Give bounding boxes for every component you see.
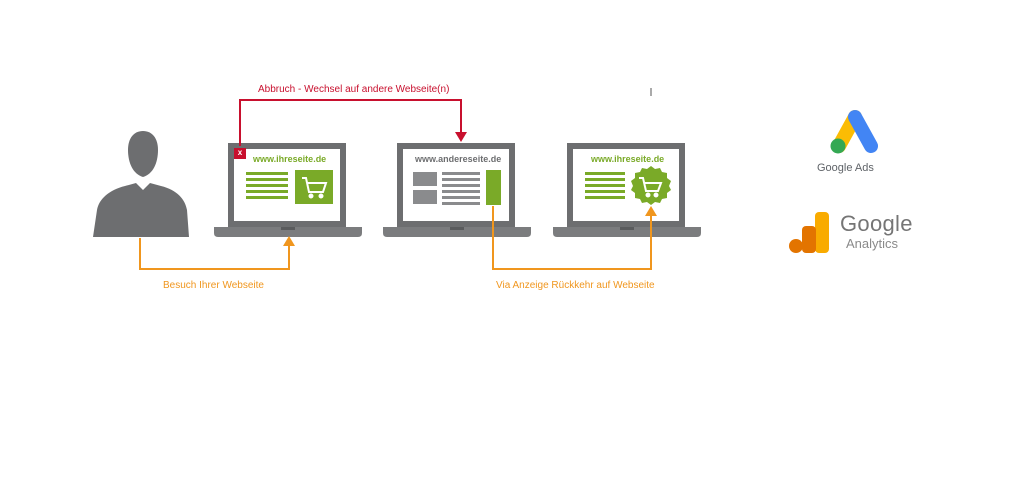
return-arrow (492, 206, 657, 270)
abandon-arrow (239, 99, 467, 146)
return-label: Via Anzeige Rückkehr auf Webseite (496, 280, 655, 291)
visit-label: Besuch Ihrer Webseite (163, 280, 264, 291)
laptop-3-url: www.ihreseite.de (591, 154, 665, 164)
google-analytics-subtitle: Analytics (846, 236, 899, 251)
google-ads-text: Google Ads (817, 162, 874, 174)
laptop-2-url: www.andereseite.de (415, 154, 502, 164)
text-lines-block (442, 172, 480, 205)
shopping-cart-icon (639, 177, 663, 198)
close-marker-text: x (237, 148, 243, 157)
google-ads-logo (830, 110, 878, 154)
laptop-1 (214, 143, 362, 237)
close-icon (234, 148, 246, 159)
laptop-3 (553, 143, 701, 237)
seal-badge (631, 166, 671, 205)
abandon-label: Abbruch - Wechsel auf andere Webseite(n) (258, 84, 450, 95)
ad-banner (486, 170, 501, 205)
text-lines-block (585, 172, 625, 199)
shopping-cart-icon (302, 177, 328, 199)
user-silhouette-icon (93, 131, 189, 237)
google-analytics-title: Google (840, 211, 913, 236)
text-lines-block (246, 172, 288, 199)
laptop-1-url: www.ihreseite.de (253, 154, 327, 164)
google-analytics-logo (789, 212, 829, 253)
visit-arrow (139, 236, 295, 270)
